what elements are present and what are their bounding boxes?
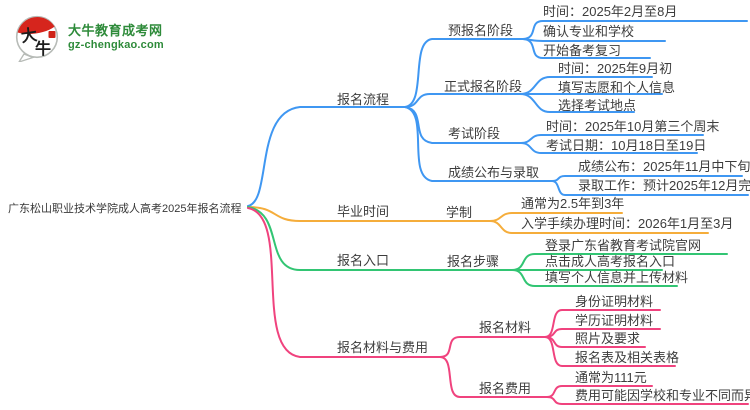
node-reg-steps: 报名步骤 [447,254,500,269]
leaf-choose-exam-site: 选择考试地点 [558,98,637,113]
leaf-enrollment-time: 入学手续办理时间：2026年1月至3月 [521,216,734,231]
node-reg-materials: 报名材料 [479,320,532,335]
logo-text: 大牛教育成考网 gz-chengkao.com [68,23,164,52]
leaf-photo-requirements: 照片及要求 [575,331,641,346]
leaf-click-reg-entrance: 点击成人高考报名入口 [545,254,676,269]
leaf-start-review: 开始备考复习 [543,43,622,58]
node-results-admission: 成绩公布与录取 [448,165,540,180]
leaf-login-exam-website: 登录广东省教育考试院官网 [545,238,702,253]
leaf-id-materials: 身份证明材料 [575,294,654,309]
leaf-education-materials: 学历证明材料 [575,313,654,328]
leaf-reg-forms: 报名表及相关表格 [575,350,680,365]
daniu-bull-logo-icon: 大 牛 [15,15,59,62]
leaf-results-publish-time: 成绩公布：2025年11月中下旬 [578,159,750,174]
node-reg-fee: 报名费用 [479,381,532,396]
leaf-formal-reg-time: 时间：2025年9月初 [558,61,673,76]
leaf-fee-variation-note: 费用可能因学校和专业不同而异 [575,388,750,403]
logo-char-bottom: 牛 [35,39,51,58]
node-formal-reg-stage: 正式报名阶段 [444,79,523,94]
node-exam-stage: 考试阶段 [448,126,501,141]
brand-domain: gz-chengkao.com [68,38,164,51]
leaf-confirm-major-school: 确认专业和学校 [543,24,635,39]
site-logo: 大 牛 大牛教育成考网 gz-chengkao.com [12,12,164,62]
leaf-study-duration: 通常为2.5年到3年 [521,196,625,211]
branch-reg-entrance: 报名入口 [337,253,390,268]
leaf-fill-upload-materials: 填写个人信息并上传材料 [545,270,689,285]
leaf-fill-preference-info: 填写志愿和个人信息 [558,80,676,95]
logo-char-top: 大 [20,25,39,46]
root-node: 广东松山职业技术学院成人高考2025年报名流程 [8,203,242,215]
branch-materials-fees: 报名材料与费用 [337,340,429,355]
branch-reg-process: 报名流程 [337,92,390,107]
leaf-fee-amount: 通常为111元 [575,370,647,385]
node-study-length: 学制 [446,205,473,220]
leaf-pre-reg-time: 时间：2025年2月至8月 [543,4,678,19]
leaf-admission-finish-time: 录取工作：预计2025年12月完成 [578,178,750,193]
leaf-exam-time: 时间：2025年10月第三个周末 [546,119,720,134]
brand-name: 大牛教育成考网 [68,22,163,38]
node-pre-reg-stage: 预报名阶段 [448,23,514,38]
branch-graduation-time: 毕业时间 [337,204,390,219]
leaf-exam-dates: 考试日期：10月18日至19日 [546,138,707,153]
